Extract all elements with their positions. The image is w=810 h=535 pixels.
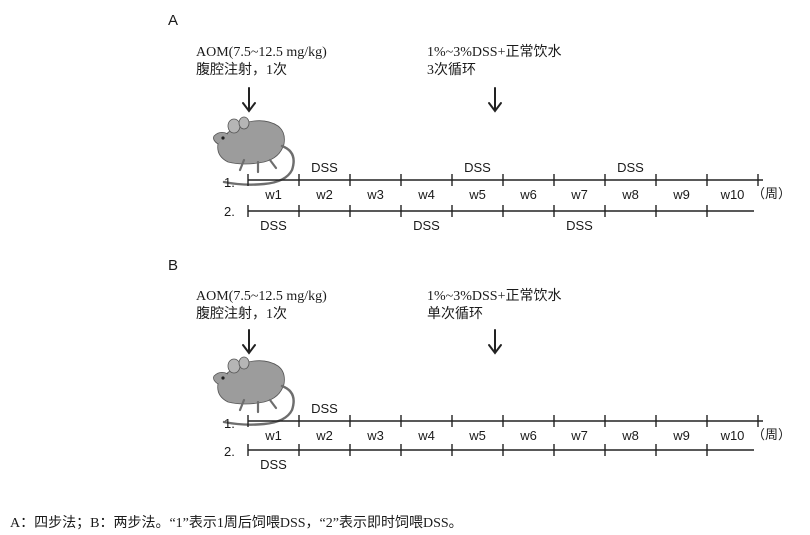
panel-a-week-label: w9: [672, 187, 690, 202]
panel-b-unit-label: （周）: [752, 427, 791, 442]
panel-b-row1-dss-label: DSS: [311, 401, 338, 416]
panel-b-dss-regimen: 1%~3%DSS+正常饮水: [427, 289, 562, 304]
panel-a-aom-arrow-icon: [242, 87, 256, 113]
panel-a-row1-dss-label: DSS: [464, 160, 491, 175]
panel-b-label: B: [168, 257, 179, 274]
panel-a-aom-note: AOM(7.5~12.5 mg/kg) 腹腔注射，1次: [196, 44, 327, 80]
panel-a-week-label: w6: [519, 187, 537, 202]
panel-b-week-label: w4: [417, 428, 435, 443]
panel-b-aom-dose: AOM(7.5~12.5 mg/kg): [196, 289, 327, 304]
panel-a-week-label: w5: [468, 187, 486, 202]
panel-b-row2-dss-label: DSS: [260, 457, 287, 472]
panel-a-row1-dss-label: DSS: [617, 160, 644, 175]
panel-a-unit-label: （周）: [752, 186, 791, 201]
panel-a-row1-dss-label: DSS: [311, 160, 338, 175]
panel-b-week-label: w10: [720, 428, 745, 443]
panel-b-week-label: w2: [315, 428, 333, 443]
panel-a-row2-dss-label: DSS: [413, 218, 440, 233]
panel-a-week-label: w8: [621, 187, 639, 202]
panel-a-dss-cycles: 3次循环: [427, 63, 476, 78]
panel-b-week-label: w9: [672, 428, 690, 443]
panel-b-mouse-icon: [212, 355, 295, 426]
panel-a-week-label: w10: [720, 187, 745, 202]
panel-a-week-label: w4: [417, 187, 435, 202]
panel-a-dss-regimen: 1%~3%DSS+正常饮水: [427, 45, 562, 60]
panel-b-week-label: w5: [468, 428, 486, 443]
panel-b-aom-route: 腹腔注射，1次: [196, 307, 287, 322]
panel-b-week-label: w3: [366, 428, 384, 443]
panel-b-row2-label: 2.: [224, 444, 235, 459]
panel-a-week-label: w7: [570, 187, 588, 202]
panel-a-dss-note: 1%~3%DSS+正常饮水 3次循环: [427, 44, 561, 80]
panel-b-week-label: w8: [621, 428, 639, 443]
panel-b-week-label: w6: [519, 428, 537, 443]
figure-caption: A：四步法；B：两步法。“1”表示1周后饲喂DSS，“2”表示即时饲喂DSS。: [10, 516, 463, 531]
panel-a-week-label: w3: [366, 187, 384, 202]
panel-b-row1-label: 1.: [224, 416, 235, 431]
panel-a-row2-dss-label: DSS: [260, 218, 287, 233]
panel-a-aom-dose: AOM(7.5~12.5 mg/kg): [196, 45, 327, 60]
panel-b-aom-note: AOM(7.5~12.5 mg/kg) 腹腔注射，1次: [196, 288, 327, 324]
panel-b-week-label: w7: [570, 428, 588, 443]
panel-b-dss-arrow-icon: [488, 329, 502, 355]
panel-a-row2-label: 2.: [224, 204, 235, 219]
panel-b-dss-cycles: 单次循环: [427, 307, 483, 322]
panel-a-week-label: w1: [264, 187, 282, 202]
panel-a-week-label: w2: [315, 187, 333, 202]
panel-a-aom-route: 腹腔注射，1次: [196, 63, 287, 78]
panel-a-row2-dss-label: DSS: [566, 218, 593, 233]
panel-a-dss-arrow-icon: [488, 87, 502, 113]
panel-b-dss-note: 1%~3%DSS+正常饮水 单次循环: [427, 288, 561, 324]
panel-a-label: A: [168, 12, 179, 29]
panel-a-row1-label: 1.: [224, 175, 235, 190]
panel-b-week-label: w1: [264, 428, 282, 443]
panel-b-aom-arrow-icon: [242, 329, 256, 355]
